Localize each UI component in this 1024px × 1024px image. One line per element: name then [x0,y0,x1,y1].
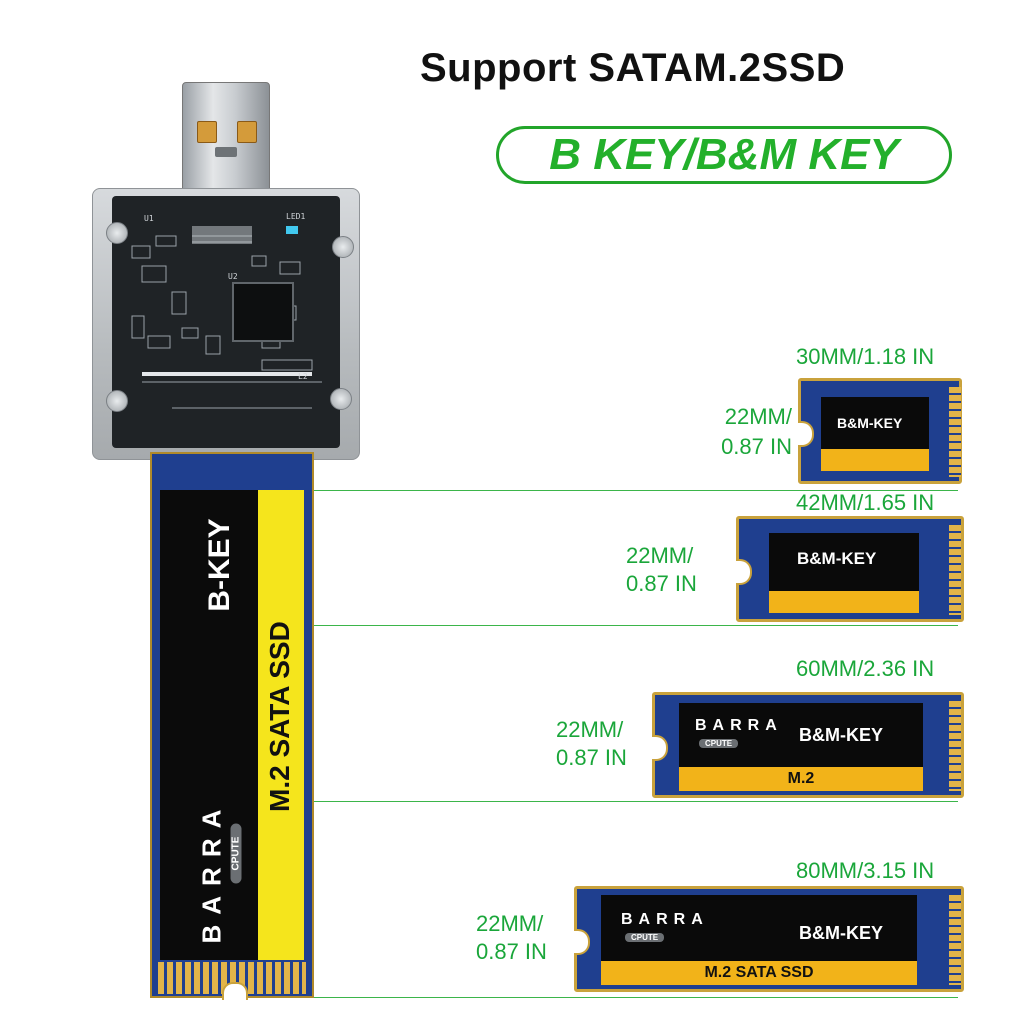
ssd-60mm-contacts [949,701,961,791]
ssd-30mm-key: B&M-KEY [837,415,903,431]
ssd-label-black [160,490,258,960]
size-length-label: 80MM/3.15 IN [796,858,935,883]
size-width-line1: 22MM/ [476,911,544,936]
usb-pin [237,121,257,143]
pcb-label-u1: U1 [144,214,154,223]
size-width-line2: 0.87 IN [556,745,627,770]
pcb-label-u2: U2 [228,272,238,281]
size-width-line1: 22MM/ [626,543,694,568]
ssd-60mm-brand: BARRA [695,717,783,734]
ssd-30mm-label [821,397,929,449]
size-length-label: 42MM/1.65 IN [796,490,935,515]
ssd-42mm-label [769,533,919,591]
ssd-brand-sub: CPUTE [230,823,242,884]
screw [106,390,128,412]
ssd-60mm-brand-sub: CPUTE [699,739,739,748]
led-indicator [286,226,298,234]
ssd-80mm-strip: M.2 SATA SSD [601,961,917,985]
ssd-42mm-key: B&M-KEY [797,549,877,568]
ssd-60mm: BARRA CPUTE B&M-KEY M.2 [652,692,964,798]
ssd-30mm-notch [798,421,814,447]
ssd-30mm-contacts [949,387,961,477]
screw [330,388,352,410]
ssd-brand: BARRA [196,799,227,944]
adapter-pcb [112,196,340,448]
ssd-80mm-key: B&M-KEY [799,923,883,943]
ssd-key-label: B-KEY [203,518,236,612]
ssd-42mm: B&M-KEY [736,516,964,622]
key-badge-label: B KEY/B&M KEY [549,130,899,179]
ssd-80mm-notch [574,929,590,955]
ssd-60mm-label [679,703,923,767]
page-title: Support SATAM.2SSD [420,46,846,90]
guide-line-30mm [314,490,958,491]
ssd-80mm-brand: BARRA [621,911,709,928]
ssd-80mm-brand-sub: CPUTE [625,933,665,942]
ssd-notch [222,982,248,1000]
ssd-60mm-notch [652,735,668,761]
ssd-80mm: BARRA CPUTE B&M-KEY M.2 SATA SSD [574,886,964,992]
ssd-42mm-strip [769,591,919,613]
screw [332,236,354,258]
ssd-30mm: B&M-KEY [798,378,962,484]
usb-plug [182,82,270,190]
screw [106,222,128,244]
size-width-label: 22MM/ 0.87 IN [476,910,566,966]
ssd-42mm-contacts [949,525,961,615]
usb-hole [215,147,237,157]
size-width-line2: 0.87 IN [476,939,547,964]
pcb-label-led1: LED1 [286,212,306,221]
size-length-label: 30MM/1.18 IN [796,344,935,369]
size-width-label: 22MM/ 0.87 IN [626,542,716,598]
controller-chip [232,282,294,342]
ssd-label-yellow [258,490,304,960]
guide-line-80mm [314,997,958,998]
size-width-line1: 22MM/ [556,717,624,742]
ssd-60mm-key: B&M-KEY [799,725,883,745]
size-width-label: 22MM/ 0.87 IN [556,716,646,772]
pcb-traces [131,226,322,409]
size-width-line2: 0.87 IN [721,434,792,459]
pcb-label-l2: L2 [298,372,308,381]
ssd-30mm-strip [821,449,929,471]
size-width-line2: 0.87 IN [626,571,697,596]
usb-pin [197,121,217,143]
ssd-42mm-notch [736,559,752,585]
size-length-label: 60MM/2.36 IN [796,656,935,681]
ssd-80mm-contacts [949,895,961,985]
size-width-line1: 22MM/ [724,404,792,429]
guide-line-42mm [314,625,958,626]
key-badge: B KEY/B&M KEY [496,126,952,184]
ssd-product-label: M.2 SATA SSD [264,621,295,812]
ssd-60mm-strip: M.2 [679,767,923,791]
ssd-80mm-label [601,895,917,961]
size-width-label: 22MM/ 0.87 IN [700,402,792,462]
guide-line-60mm [314,801,958,802]
